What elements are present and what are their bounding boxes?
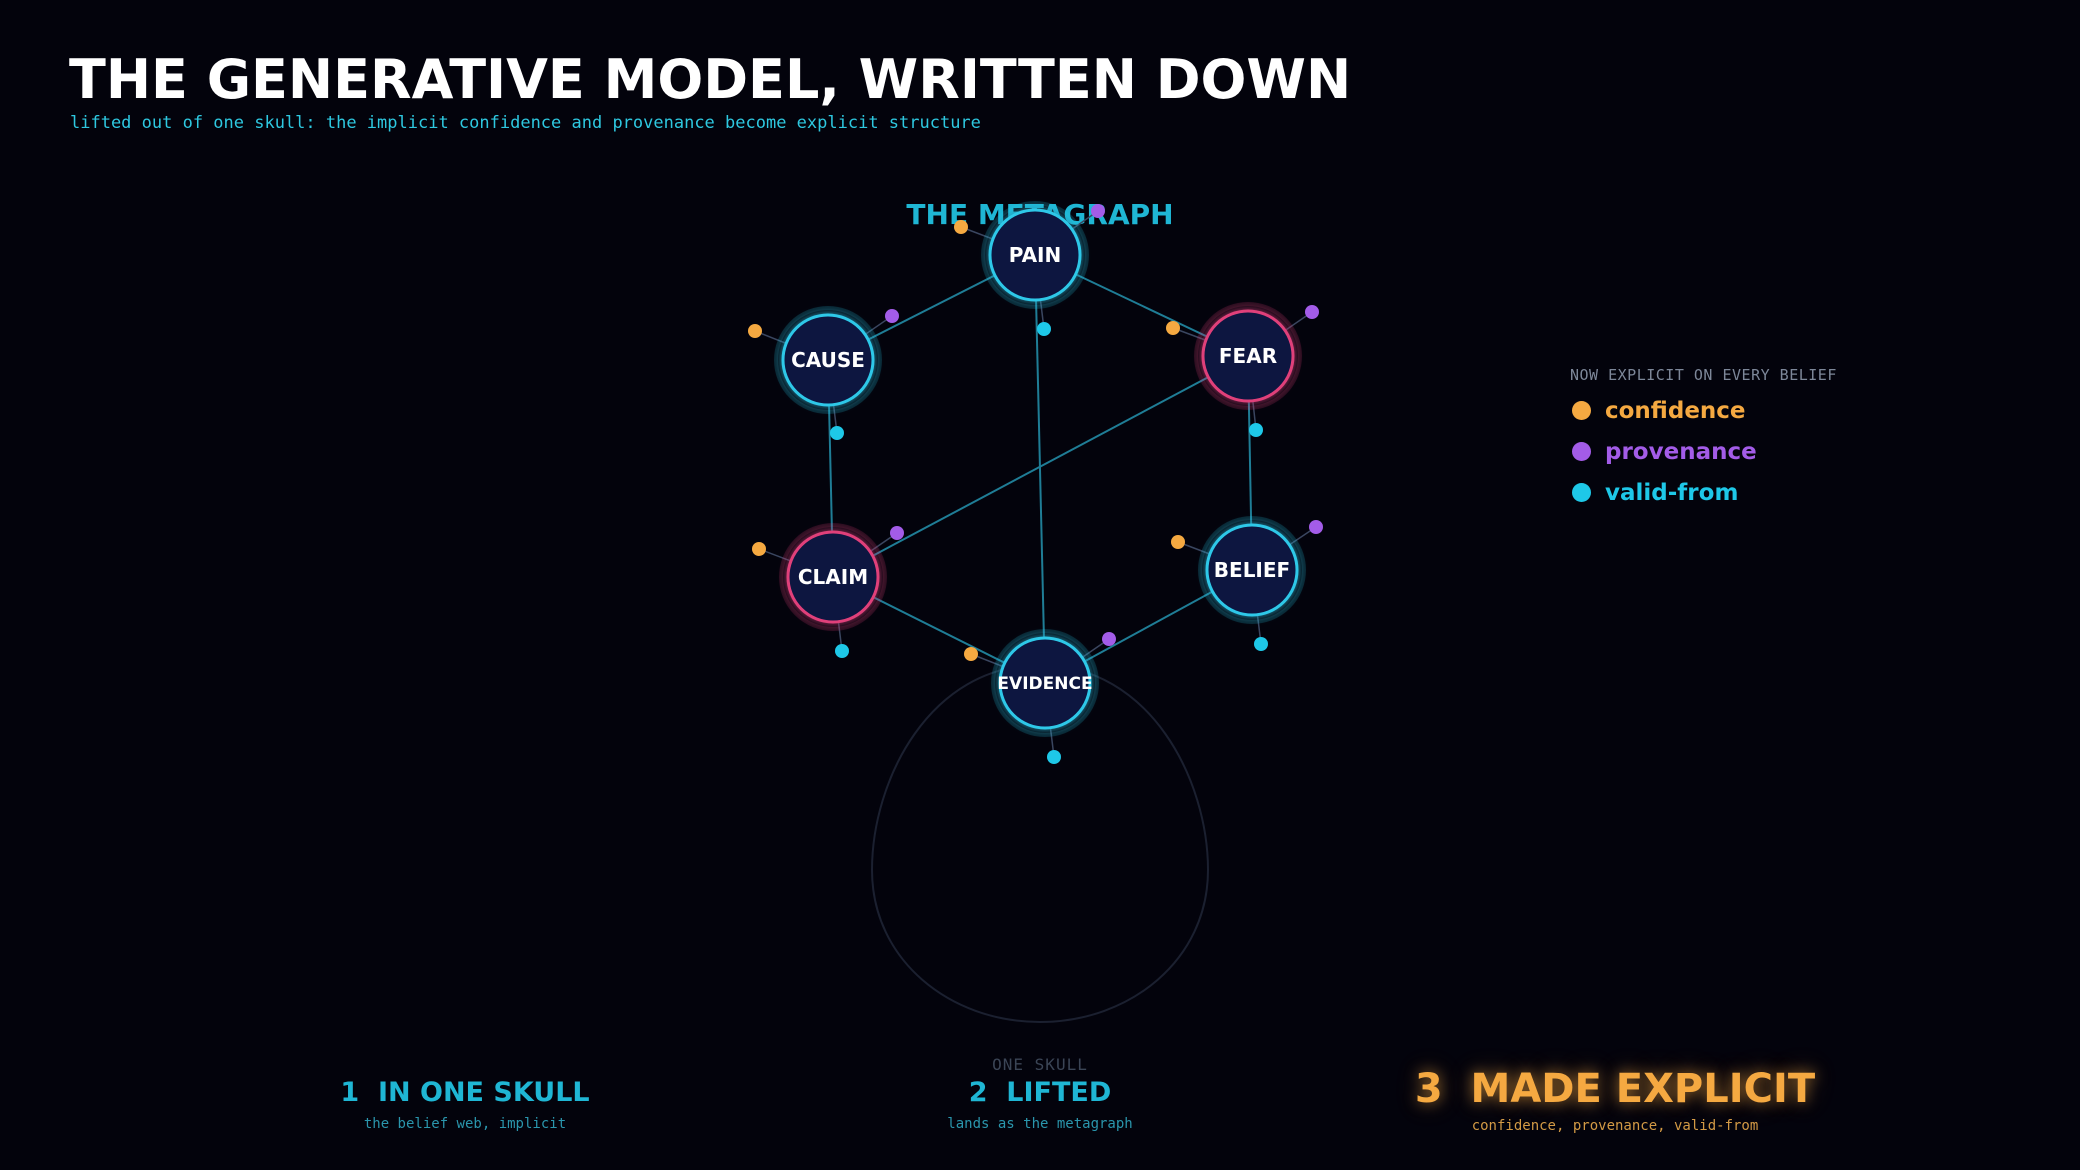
provenance-dot [1305,305,1319,319]
node-label-pain: PAIN [1009,243,1061,267]
step-subtitle: lands as the metagraph [947,1116,1133,1132]
node-evidence[interactable]: EVIDENCE [991,629,1099,737]
confidence-dot [1171,535,1185,549]
legend-label: provenance [1605,438,1757,465]
page-subtitle: lifted out of one skull: the implicit co… [70,113,981,133]
legend-heading: NOW EXPLICIT ON EVERY BELIEF [1570,366,1837,384]
node-circle [998,636,1092,730]
step-title: 1 IN ONE SKULL [340,1077,590,1108]
node-label-cause: CAUSE [791,348,865,372]
confidence-dot [748,324,762,338]
confidence-dot [954,220,968,234]
node-halo [1194,302,1302,410]
edge-fear-claim [832,355,1249,578]
node-label-evidence: EVIDENCE [997,674,1092,694]
node-circle [786,530,880,624]
skull-outline [870,663,1210,1024]
step-title: 3 MADE EXPLICIT [1414,1066,1816,1112]
provenance-dot [885,309,899,323]
node-circle [1201,309,1295,403]
step-made-explicit: 3 MADE EXPLICIT confidence, provenance, … [1395,1066,1835,1134]
node-label-fear: FEAR [1219,344,1277,368]
legend: NOW EXPLICIT ON EVERY BELIEF confidence … [1570,366,1837,513]
node-cause[interactable]: CAUSE [774,306,882,414]
node-pain[interactable]: PAIN [981,201,1089,309]
node-claim[interactable]: CLAIM [779,523,887,631]
provenance-dot [1091,204,1105,218]
step-subtitle: the belief web, implicit [363,1116,567,1132]
node-halo [981,201,1089,309]
provenance-dot [1309,520,1323,534]
edge-pain-evidence [1034,254,1046,684]
step-title: 2 LIFTED [968,1077,1112,1108]
legend-item-confidence: confidence [1570,390,1837,431]
page-title: THE GENERATIVE MODEL, WRITTEN DOWN [69,48,1352,111]
node-label-claim: CLAIM [798,565,868,589]
legend-item-provenance: provenance [1570,431,1837,472]
legend-label: confidence [1605,397,1746,424]
valid-from-dot [835,644,849,658]
node-label-belief: BELIEF [1214,558,1290,582]
skull-label: ONE SKULL [992,1055,1088,1074]
valid-from-dot [1047,750,1061,764]
node-halo [774,306,882,414]
legend-item-valid-from: valid-from [1570,472,1837,513]
node-halo [1198,516,1306,624]
step-lifted: 2 LIFTED lands as the metagraph [900,1077,1180,1132]
confidence-dot [752,542,766,556]
legend-label: valid-from [1605,479,1739,506]
confidence-dot-icon [1572,401,1591,420]
node-belief[interactable]: BELIEF [1198,516,1306,624]
step-subtitle: confidence, provenance, valid-from [1471,1118,1759,1134]
confidence-dot [964,647,978,661]
attribute-dots [748,204,1323,764]
provenance-dot-icon [1572,442,1591,461]
node-fear[interactable]: FEAR [1194,302,1302,410]
valid-from-dot [1249,423,1263,437]
valid-from-dot [830,426,844,440]
node-halo [779,523,887,631]
valid-from-dot [1037,322,1051,336]
node-halo [991,629,1099,737]
step-in-one-skull: 1 IN ONE SKULL the belief web, implicit [330,1077,600,1132]
node-circle [988,208,1082,302]
valid-from-dot-icon [1572,483,1591,502]
provenance-dot [1102,632,1116,646]
provenance-dot [890,526,904,540]
valid-from-dot [1254,637,1268,651]
node-circle [781,313,875,407]
node-circle [1205,523,1299,617]
confidence-dot [1166,321,1180,335]
